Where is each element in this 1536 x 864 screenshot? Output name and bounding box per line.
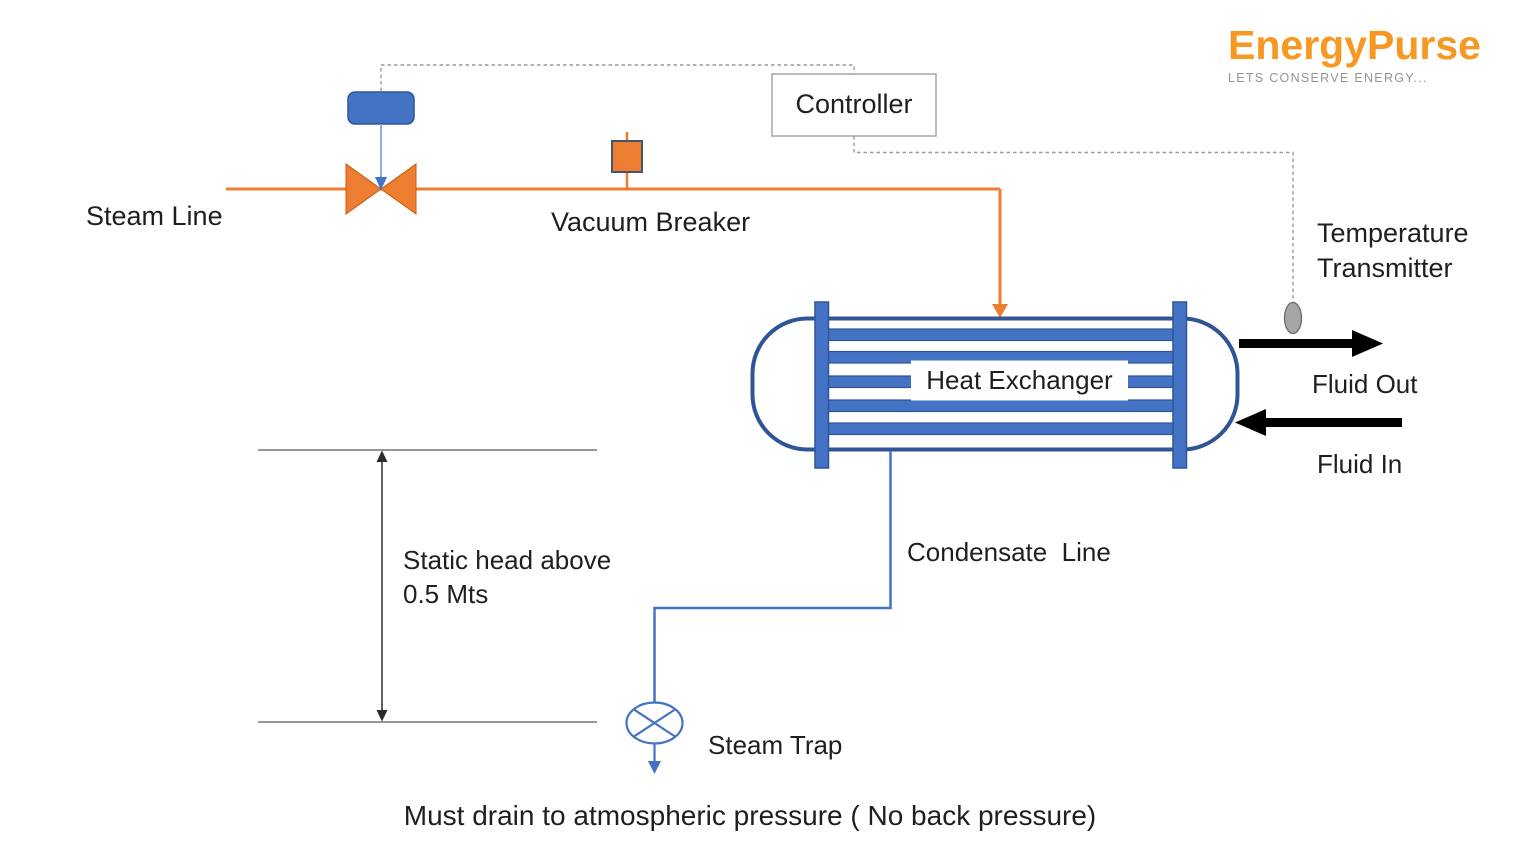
static-head-label: Static head above 0.5 Mts — [403, 545, 612, 609]
fluid-out-arrow-icon — [1239, 330, 1383, 357]
steam-line-label: Steam Line — [86, 201, 223, 231]
signal-line-controller-to-transmitter — [853, 136, 1294, 302]
fluid-in-arrow-icon — [1235, 409, 1402, 436]
static-head-dimension-icon — [258, 449, 597, 723]
heat-exchanger-label: Heat Exchanger — [926, 364, 1113, 395]
logo-title: EnergyPurse — [1228, 22, 1481, 68]
steam-trap-label: Steam Trap — [708, 730, 843, 760]
controller-box — [771, 73, 937, 137]
temperature-transmitter-icon — [1283, 301, 1303, 335]
valve-actuator-icon — [347, 91, 415, 190]
vacuum-breaker-label: Vacuum Breaker — [551, 207, 751, 237]
temperature-transmitter-label: Temperature Transmitter — [1317, 218, 1469, 283]
bottom-note: Must drain to atmospheric pressure ( No … — [403, 800, 1097, 831]
vacuum-breaker-icon — [611, 132, 643, 189]
heat-exchanger-label-plate — [911, 360, 1128, 401]
logo-tagline: LETS CONSERVE ENERGY... — [1228, 71, 1428, 86]
signal-line-valve-to-controller — [380, 64, 855, 91]
fluid-out-label: Fluid Out — [1312, 369, 1418, 399]
fluid-in-label: Fluid In — [1317, 449, 1403, 479]
control-valve-icon — [345, 163, 417, 215]
condensate-line-pipe — [653, 451, 892, 702]
logo: EnergyPurse LETS CONSERVE ENERGY... — [1228, 22, 1481, 86]
tube-sheet-left — [814, 301, 830, 469]
controller-label: Controller — [795, 89, 913, 120]
steam-arrowhead — [992, 304, 1008, 318]
condensate-line-label: Condensate Line — [907, 537, 1111, 567]
steam-trap-icon — [625, 701, 684, 774]
tube-sheet-right — [1172, 301, 1188, 469]
heat-exchanger-icon — [750, 301, 1240, 469]
